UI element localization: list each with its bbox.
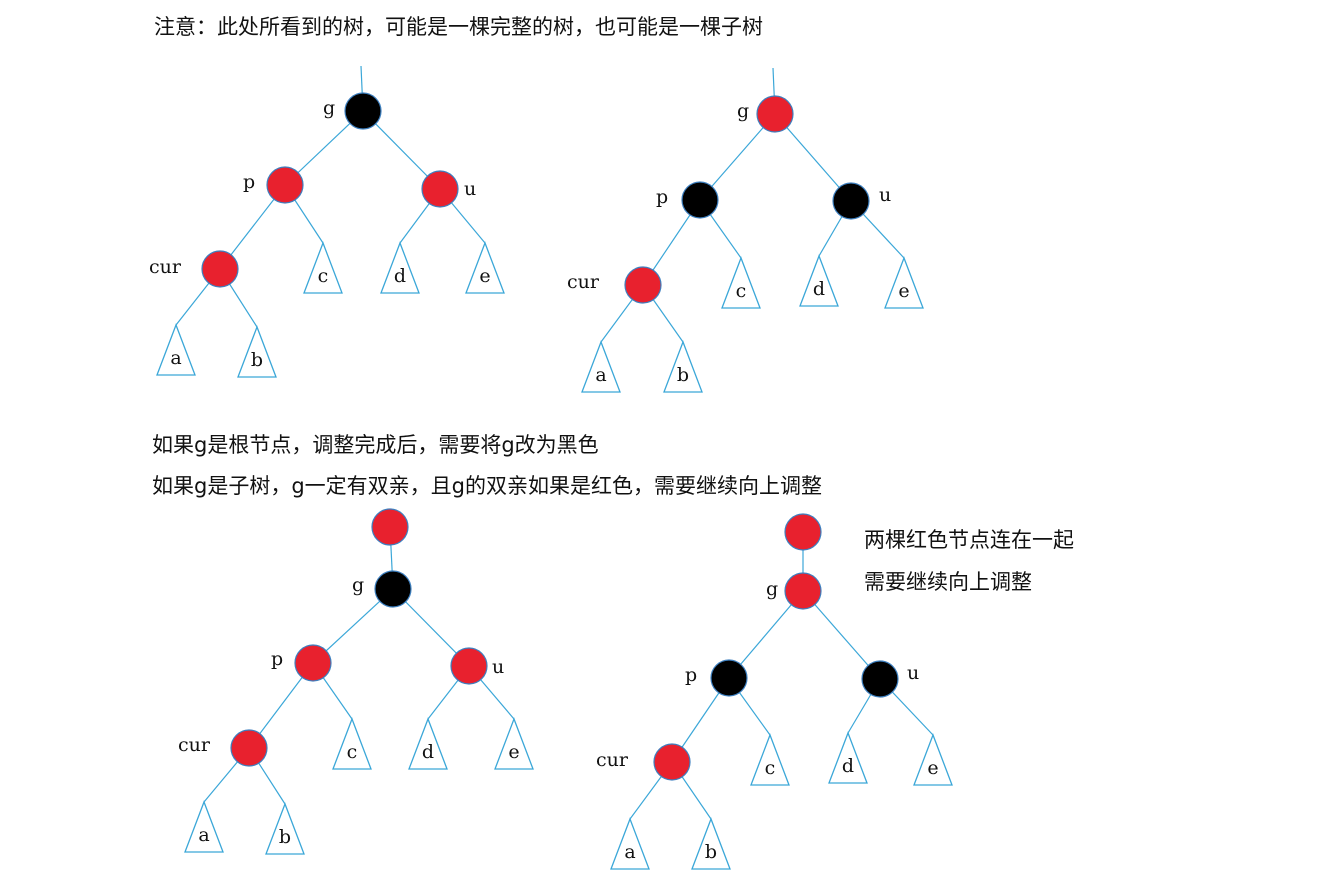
edge-g-p [728,590,804,679]
node-u [832,182,870,220]
tree-after-recolor-bottom: a b c d e g p u cur [596,513,953,870]
node-g [756,95,794,133]
subtree-d-triangle [380,241,420,294]
node-g [374,570,412,608]
node-u [861,660,899,698]
edge-g-u [774,113,852,202]
label-u: u [879,184,891,206]
subtree-c-triangle [303,241,343,294]
subtree-d-label: d [422,741,434,763]
label-u: u [464,178,476,200]
subtree-c-label: c [347,741,358,763]
node-u [421,170,459,208]
subtree-b-triangle [663,340,703,393]
subtree-d-triangle [799,254,839,307]
subtree-b-triangle [237,325,277,378]
subtree-a-triangle [184,800,224,853]
conflict-note-line1: 两棵红色节点连在一起 [864,528,1074,552]
subtree-d-triangle [408,717,448,770]
subtree-e-triangle [913,733,953,786]
subtree-e-label: e [898,280,909,302]
subtree-e-label: e [479,265,490,287]
subtree-e-triangle [494,717,534,770]
subtree-a-label: a [595,364,606,386]
subtree-b-label: b [677,364,689,386]
label-p: p [243,171,255,193]
label-cur: cur [178,734,211,756]
subtree-a-triangle [581,340,621,393]
subtree-d-triangle [828,731,868,784]
label-g: g [323,97,335,119]
tree-before-recolor-top: a b c d e g p u cur [149,65,505,378]
subtree-e-label: e [508,741,519,763]
label-cur: cur [596,749,629,771]
node-cur [653,743,691,781]
node-g-parent [784,513,822,551]
label-u: u [907,662,919,684]
subtree-e-triangle [465,241,505,294]
subtree-b-label: b [251,349,263,371]
subtree-c-label: c [765,757,776,779]
label-cur: cur [149,256,182,278]
subtree-a-label: a [198,824,209,846]
tree-before-recolor-bottom: a b c d e g p u cur [178,508,534,855]
subtree-d-label: d [394,265,406,287]
node-cur [230,729,268,767]
subtree-c-triangle [721,256,761,309]
node-g-parent [371,508,409,546]
label-g: g [352,574,364,596]
label-u: u [492,656,504,678]
subtree-a-label: a [170,347,181,369]
label-p: p [656,186,668,208]
node-cur [201,250,239,288]
subtree-e-label: e [927,757,938,779]
subtree-d-label: d [813,278,825,300]
label-g: g [737,100,749,122]
node-g [784,572,822,610]
node-p [681,181,719,219]
subtree-a-label: a [624,841,635,863]
subtree-c-label: c [736,280,747,302]
subtree-d-label: d [842,755,854,777]
label-p: p [685,664,697,686]
tree-after-recolor-top: a b c d e g p u cur [567,67,924,393]
subtree-e-triangle [884,256,924,309]
node-p [266,166,304,204]
conflict-note-line2: 需要继续向上调整 [864,570,1032,594]
edge-g-u [802,590,881,680]
top-note: 注意：此处所看到的树，可能是一棵完整的树，也可能是一棵子树 [154,15,763,39]
subtree-c-label: c [318,265,329,287]
subtree-a-triangle [610,817,650,870]
subtree-a-triangle [156,323,196,376]
subtree-b-label: b [279,826,291,848]
node-p [294,644,332,682]
node-g [344,92,382,130]
subtree-case-note: 如果g是子树，g一定有双亲，且g的双亲如果是红色，需要继续向上调整 [152,474,822,498]
node-u [450,647,488,685]
subtree-b-triangle [265,802,305,855]
subtree-b-label: b [705,841,717,863]
subtree-c-triangle [332,717,372,770]
label-g: g [766,578,778,600]
label-cur: cur [567,271,600,293]
subtree-c-triangle [750,733,790,786]
label-p: p [271,648,283,670]
edge-g-p [699,113,776,201]
root-case-note: 如果g是根节点，调整完成后，需要将g改为黑色 [152,433,599,457]
subtree-b-triangle [691,817,731,870]
node-p [710,659,748,697]
node-cur [624,266,662,304]
